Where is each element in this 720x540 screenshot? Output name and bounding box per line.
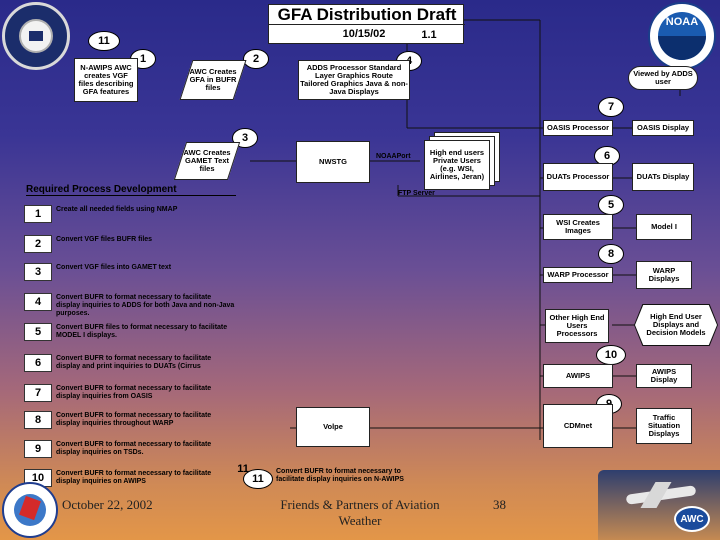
marker-6: 6: [594, 146, 620, 166]
requirement-1-number: 1: [24, 205, 52, 223]
footer-date: October 22, 2002: [62, 497, 153, 512]
awc-logo-text: AWC: [680, 514, 704, 525]
awips-box: AWIPS: [543, 364, 613, 388]
high-end-user-label: High End User Displays and Decision Mode…: [646, 312, 706, 337]
requirement-4-number: 4: [24, 293, 52, 311]
requirement-9-text: Convert BUFR to format necessary to faci…: [56, 441, 212, 456]
requirement-1-text: Create all needed fields using NMAP: [56, 206, 178, 213]
requirement-6-text: Convert BUFR to format necessary to faci…: [56, 355, 212, 370]
footer-page-number: 38: [493, 497, 506, 512]
marker-10: 10: [596, 345, 626, 365]
oasis-processor-box: OASIS Processor: [543, 120, 613, 136]
requirement-8-number: 8: [24, 411, 52, 429]
nawips-box: N-AWIPS AWC creates VGF files describing…: [74, 58, 138, 102]
cdmnet-box: CDMnet: [543, 404, 613, 448]
requirement-2-number: 2: [24, 235, 52, 253]
other-high-end-box: Other High End Users Processors: [545, 309, 609, 343]
footer-center: Friends & Partners of Aviation Weather: [280, 497, 440, 528]
title-version: 1.1: [421, 29, 437, 41]
requirements-heading: Required Process Development: [26, 184, 236, 196]
requirement-10-text: Convert BUFR to format necessary to faci…: [56, 470, 212, 485]
high-end-user-hexagon-fill: [635, 305, 717, 345]
marker-2: 2: [243, 49, 269, 69]
requirement-7-text: Convert BUFR to format necessary to faci…: [56, 385, 212, 400]
duats-processor-box: DUATs Processor: [543, 163, 613, 191]
marker-7: 7: [598, 97, 624, 117]
adds-processor-box: ADDS Processor Standard Layer Graphics R…: [298, 60, 410, 100]
marker-8: 8: [598, 244, 624, 264]
requirement-6-number: 6: [24, 354, 52, 372]
nwstg-box: NWSTG: [296, 141, 370, 183]
requirement-7-number: 7: [24, 384, 52, 402]
oasis-display-box: OASIS Display: [632, 120, 694, 136]
awips-display-box: AWIPS Display: [636, 364, 692, 388]
marker-11-bottom: 11: [243, 469, 273, 489]
model-i-box: Model I: [636, 214, 692, 240]
duats-display-box: DUATs Display: [632, 163, 694, 191]
volpe-box: Volpe: [296, 407, 370, 447]
marker-11-top: 11: [88, 31, 120, 51]
title-date: 10/15/02: [342, 28, 386, 40]
nws-logo: [2, 482, 58, 538]
commerce-seal-logo: [2, 2, 70, 70]
ftp-server-label: FTP Server: [398, 190, 435, 197]
warp-displays-box: WARP Displays: [636, 261, 692, 289]
title-block: GFA Distribution Draft 10/15/02 1.1: [268, 4, 465, 44]
awc-gamet-label: AWC Creates GAMET Text files: [183, 148, 231, 173]
high-end-users-box: High end users Private Users (e.g. WSI, …: [424, 140, 490, 190]
awc-bufr-label: AWC Creates GFA in BUFR files: [189, 67, 237, 92]
warp-processor-box: WARP Processor: [543, 267, 613, 283]
requirement-5-number: 5: [24, 323, 52, 341]
awc-airplane-logo: AWC: [598, 470, 720, 540]
requirement-5-text: Convert BUFR files to format necessary t…: [56, 324, 228, 339]
page-title: GFA Distribution Draft: [269, 5, 465, 25]
requirement-2-text: Convert VGF files BUFR files: [56, 236, 153, 243]
requirement-11-text: Convert BUFR to format necessary to faci…: [276, 468, 404, 483]
requirement-8-text: Convert BUFR to format necessary to faci…: [56, 412, 212, 427]
requirement-3-text: Convert VGF files into GAMET text: [56, 264, 172, 271]
marker-5: 5: [598, 195, 624, 215]
noaaport-label: NOAAPort: [376, 153, 411, 160]
noaa-logo-text: NOAA: [665, 16, 699, 28]
requirement-3-number: 3: [24, 263, 52, 281]
noaa-logo: NOAA: [648, 2, 716, 70]
requirement-10-number: 10: [24, 469, 52, 487]
requirement-9-number: 9: [24, 440, 52, 458]
wsi-box: WSI Creates Images: [543, 214, 613, 240]
traffic-display-box: Traffic Situation Displays: [636, 408, 692, 444]
adds-user-box: Viewed by ADDS user: [628, 66, 698, 90]
awc-logo: AWC: [674, 506, 710, 532]
requirement-4-text: Convert BUFR to format necessary to faci…: [56, 294, 235, 317]
